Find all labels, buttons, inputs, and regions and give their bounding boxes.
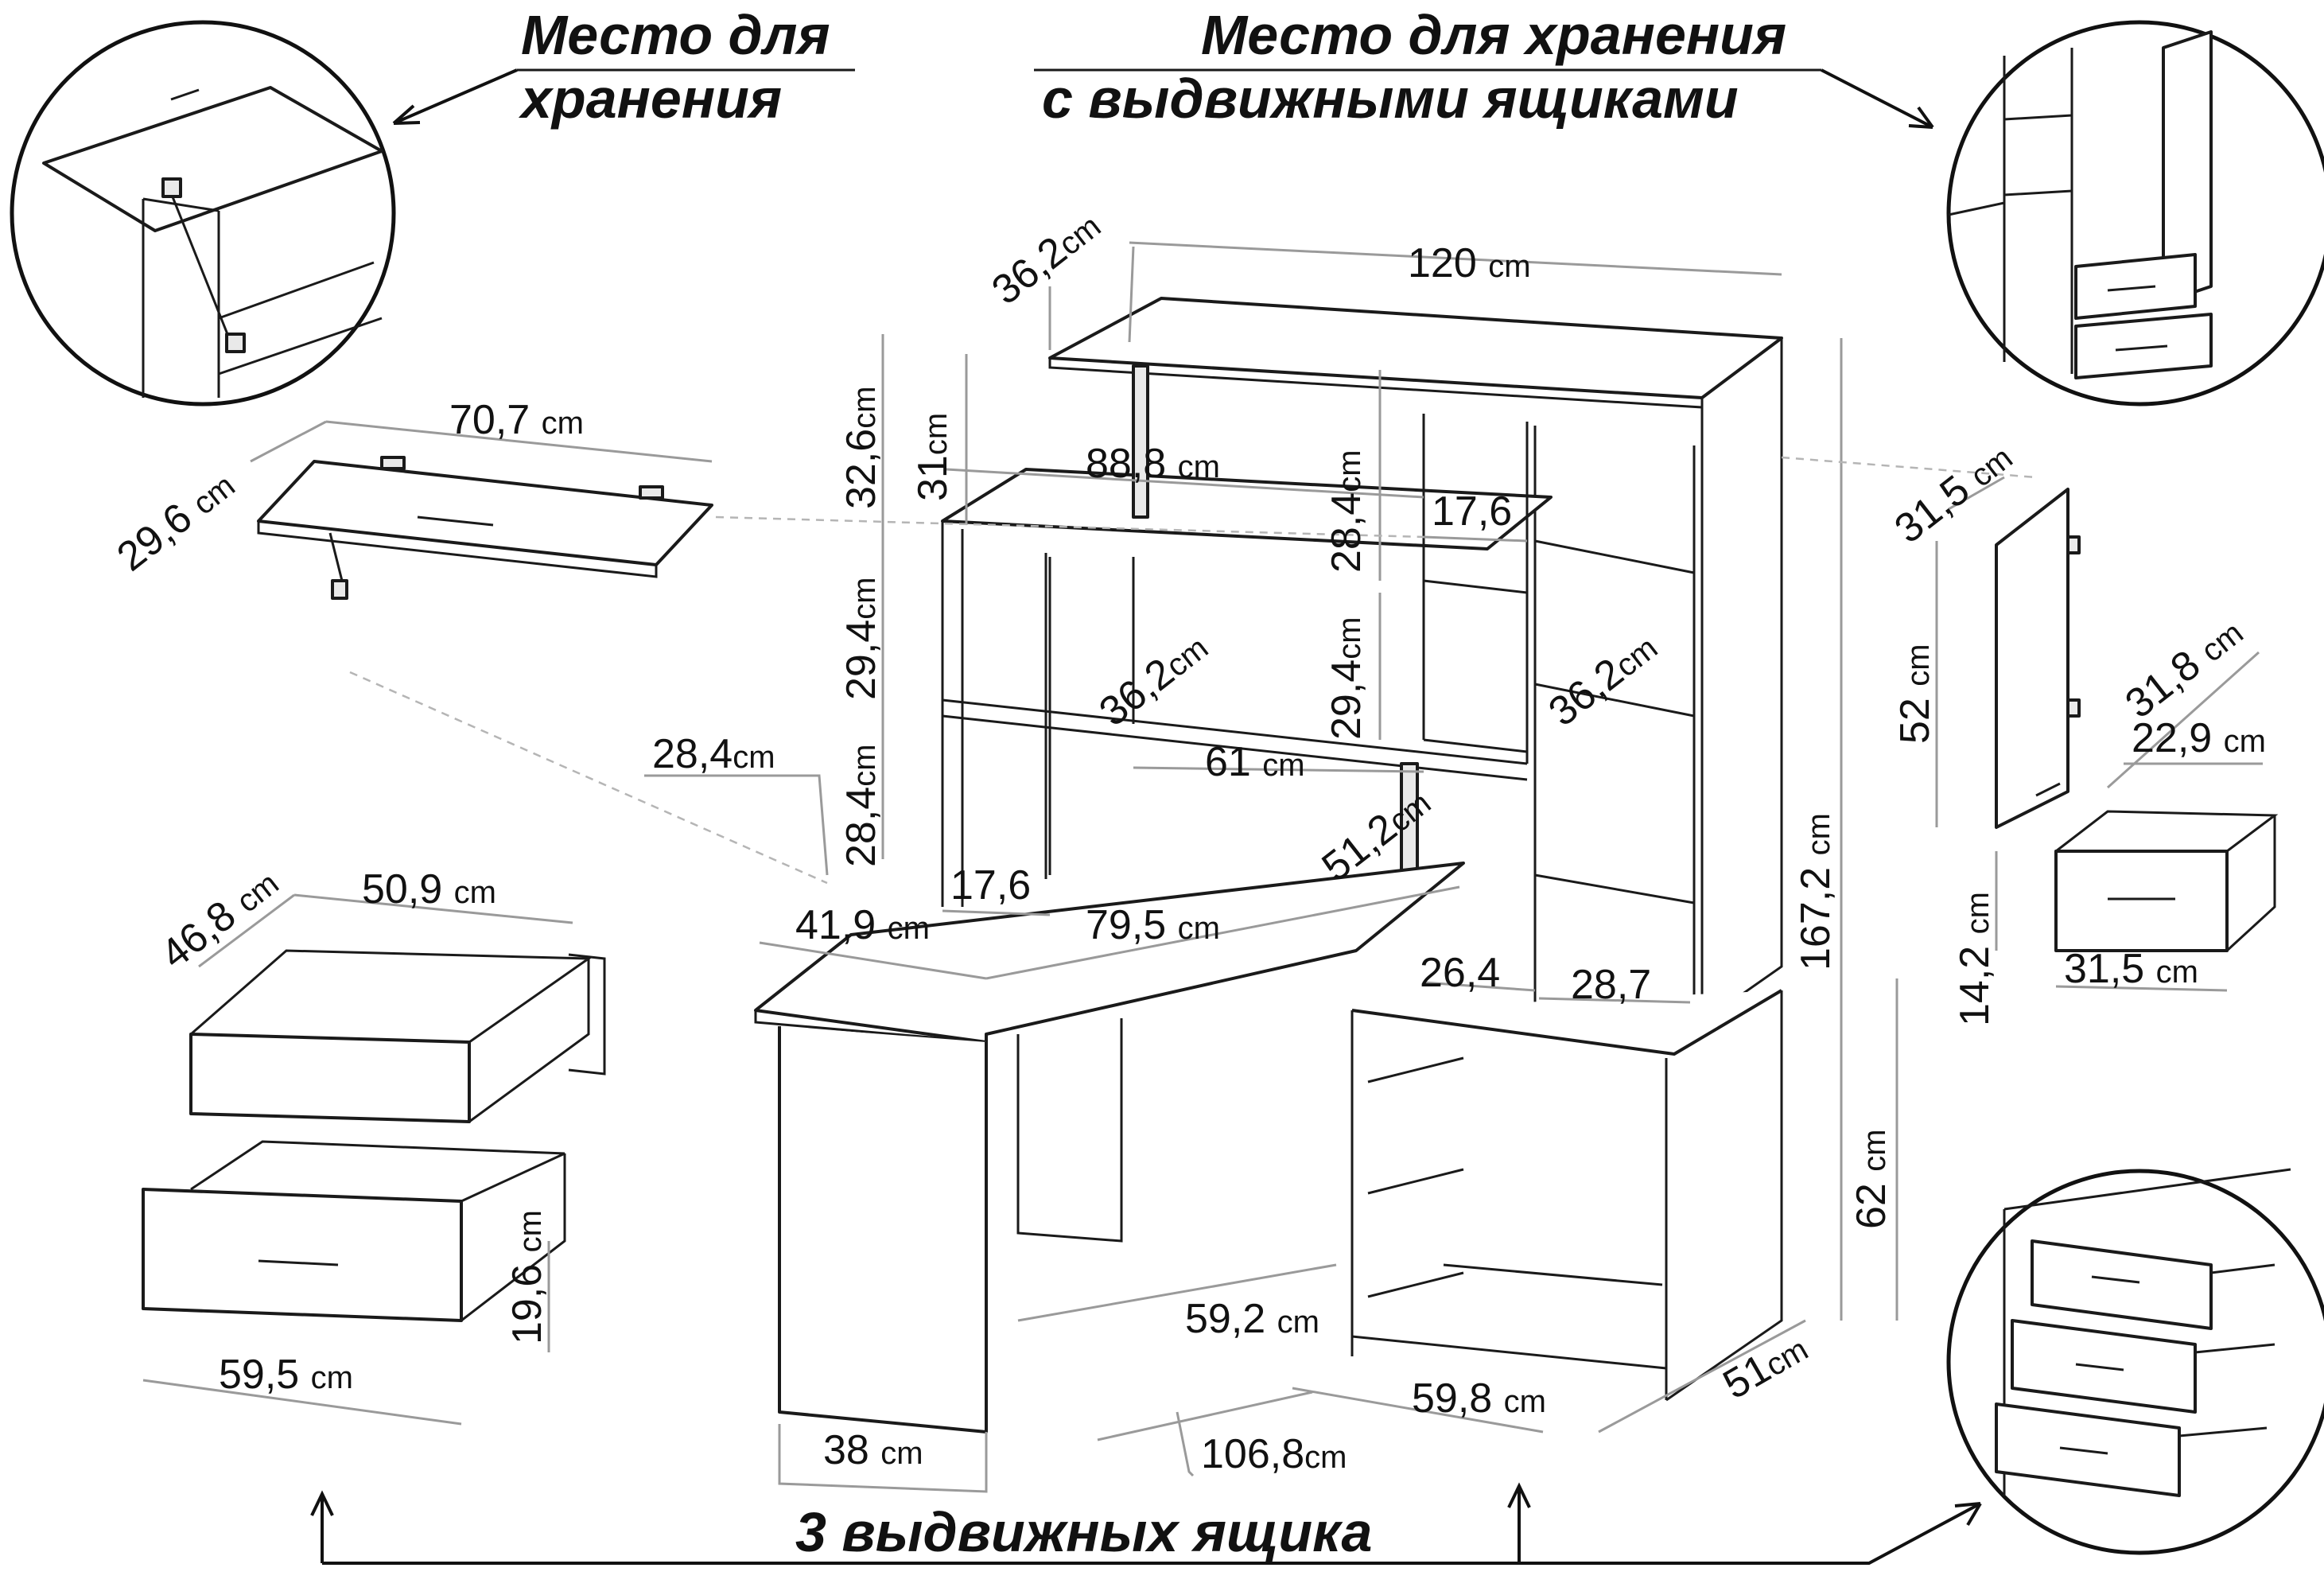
part-small-drawer xyxy=(2054,810,2279,952)
dim-depth-51: 51cm xyxy=(1716,1325,1815,1409)
dim-lid-width: 70,7 cm xyxy=(449,397,584,443)
dim-depth-59-2: 59,2 cm xyxy=(1185,1296,1319,1342)
dim-small-drawer-height: 14,2 cm xyxy=(1952,892,1998,1026)
dim-width-26-4: 26,4 xyxy=(1420,950,1500,996)
dim-height-62: 62 cm xyxy=(1848,1129,1895,1229)
dim-top-width: 120 cm xyxy=(1408,240,1531,286)
dim-width-59-8: 59,8 cm xyxy=(1412,1375,1546,1422)
heading-top-right: Место для хранения с выдвижными ящиками xyxy=(1034,4,1934,130)
detail-circle-three-drawers xyxy=(1946,1168,2324,1555)
dim-height-28-4-left: 28,4cm xyxy=(838,744,884,867)
dim-depth-36-2-right: 36,2cm xyxy=(1541,624,1665,736)
detail-circle-storage-drawers xyxy=(1946,20,2324,407)
desk-main xyxy=(754,297,1783,1434)
dim-label-28-4: 28,4cm xyxy=(652,731,775,777)
dim-height-32-6: 32,6cm xyxy=(838,386,884,509)
heading-bottom: 3 выдвижных ящика xyxy=(310,1482,1982,1565)
dim-small-drawer-width: 31,5 cm xyxy=(2064,946,2198,992)
dim-height-29-4-left: 29,4cm xyxy=(838,577,884,700)
heading-top-left-line1: Место для xyxy=(521,4,830,66)
dim-height-167-2: 167,2 cm xyxy=(1793,813,1839,971)
part-door xyxy=(1995,488,2081,829)
dim-width-38: 38 cm xyxy=(823,1427,923,1473)
dim-shelf-88-8: 88,8 cm xyxy=(1086,441,1220,487)
heading-top-right-line1: Место для хранения xyxy=(1201,4,1786,66)
dim-width-41-9: 41,9 cm xyxy=(795,902,930,948)
heading-top-right-line2: с выдвижными ящиками xyxy=(1042,68,1739,130)
heading-top-left: Место для хранения xyxy=(392,4,855,130)
dim-height-28-4-mid: 28,4cm xyxy=(1323,449,1370,573)
dim-small-drawer-depth: 31,8 cm xyxy=(2117,609,2252,728)
dim-top-depth: 36,2cm xyxy=(984,202,1109,314)
dim-width-79-5: 79,5 cm xyxy=(1086,902,1220,948)
part-lift-lid xyxy=(257,456,713,600)
dimension-lines xyxy=(142,241,2263,1493)
dim-width-61: 61 cm xyxy=(1205,739,1305,785)
dim-big-drawer-height: 19,6 cm xyxy=(504,1210,550,1344)
dim-width-106-8: 106,8cm xyxy=(1201,1431,1347,1477)
dim-big-drawer-inner: 50,9 cm xyxy=(362,866,496,912)
dim-door-depth: 31,5 cm xyxy=(1887,434,2021,553)
dim-small-drawer-inner: 22,9 cm xyxy=(2132,715,2266,761)
dim-width-17-6-top: 17,6 xyxy=(1432,488,1512,535)
dim-big-drawer-depth: 46,8 cm xyxy=(153,859,287,978)
dim-lid-depth: 29,6 cm xyxy=(109,461,243,581)
heading-bottom-text: 3 выдвижных ящика xyxy=(795,1501,1372,1563)
dim-width-17-6-bottom: 17,6 xyxy=(950,862,1031,908)
dim-height-31: 31cm xyxy=(910,413,956,501)
dim-width-28-7: 28,7 xyxy=(1571,962,1651,1008)
heading-top-left-line2: хранения xyxy=(518,68,782,130)
dim-big-drawer-width: 59,5 cm xyxy=(219,1352,353,1398)
detail-circle-lift-lid xyxy=(10,20,396,407)
dim-door-height: 52 cm xyxy=(1892,644,1938,744)
dim-depth-36-2-left: 36,2cm xyxy=(1091,624,1216,736)
dim-height-29-4-mid: 29,4cm xyxy=(1323,617,1370,740)
part-big-drawer-lower xyxy=(142,1140,566,1322)
part-big-drawer-upper xyxy=(189,949,606,1123)
